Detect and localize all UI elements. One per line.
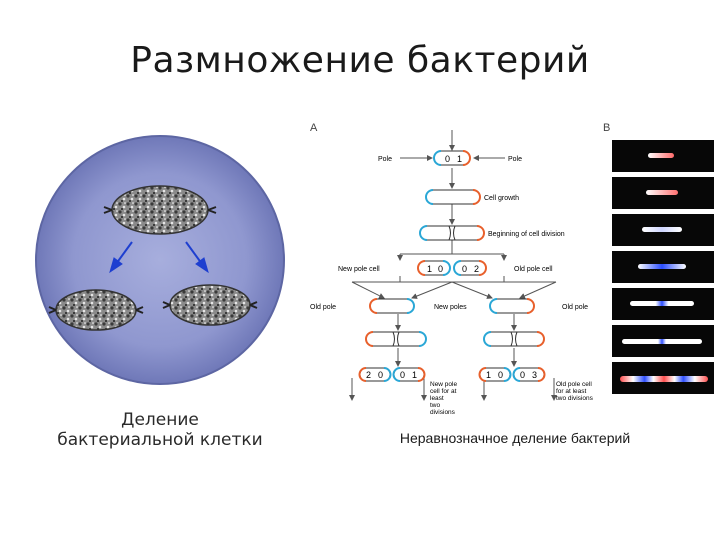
arrow-right [185,241,209,274]
num-1: 1 [457,154,462,164]
background-circle [35,135,285,385]
cell-row-3 [419,225,485,241]
panel-b-letter: B [603,122,611,134]
label-new-poles: New poles [434,304,467,311]
label-pole-left: Pole [378,156,392,163]
svg-text:1: 1 [427,264,432,274]
label-beginning: Beginning of cell division [488,231,565,238]
svg-text:0: 0 [520,370,525,380]
caption-line-1: Деление [121,410,199,430]
svg-text:Old pole cell: Old pole cell [556,381,592,388]
svg-text:New pole: New pole [430,381,457,388]
micro-frame-2 [612,177,714,209]
right-caption: Неравнозначное деление бактерий [399,430,631,446]
microscopy-panel [612,140,714,399]
micro-frame-4 [612,251,714,283]
note-new-pole-cell: New pole cell for at least two divisions [430,381,457,416]
panel-a-letter: A [310,122,318,134]
caption-line-2: бактериальной клетки [57,430,263,450]
label-pole-right: Pole [508,156,522,163]
bacterial-division-illustration [35,135,285,385]
svg-text:1: 1 [486,370,491,380]
label-old-pole-left: Old pole [310,304,336,311]
micro-frame-7 [612,362,714,394]
svg-text:cell for at: cell for at [430,388,457,395]
micro-frame-3 [612,214,714,246]
svg-text:0: 0 [378,370,383,380]
svg-text:0: 0 [498,370,503,380]
svg-text:two divisions: two divisions [556,395,594,402]
label-old-pole-right: Old pole [562,304,588,311]
daughter-bacterium-right [162,284,258,326]
label-cell-growth: Cell growth [484,195,519,202]
cell-row-5 [369,298,535,314]
cell-row-2 [425,189,481,205]
micro-frame-6 [612,325,714,357]
micro-frame-1 [612,140,714,172]
cell-row-7: 2 0 0 1 1 0 0 3 [358,367,546,382]
cell-row-4: 1 0 0 2 [417,260,487,276]
arrow-left [109,241,133,274]
left-caption: Деление бактериальной клетки [40,410,280,450]
svg-text:2: 2 [366,370,371,380]
slide-title: Размножение бактерий [130,40,590,81]
label-new-pole-cell: New pole cell [338,266,380,273]
cell-row-6 [365,331,545,347]
parent-bacterium [103,185,217,235]
note-old-pole-cell: Old pole cell for at least two divisions [556,381,594,402]
num-0: 0 [445,154,450,164]
svg-text:for at least: for at least [556,388,587,395]
svg-text:least: least [430,395,444,402]
svg-text:3: 3 [532,370,537,380]
svg-text:2: 2 [474,264,479,274]
svg-text:1: 1 [412,370,417,380]
svg-text:0: 0 [462,264,467,274]
label-old-pole-cell: Old pole cell [514,266,553,273]
svg-text:0: 0 [438,264,443,274]
asymmetric-division-scheme: 0 1 Pole Pole Cell growth Beginning of c… [310,130,594,416]
micro-frame-5 [612,288,714,320]
svg-text:divisions: divisions [430,409,456,416]
svg-text:0: 0 [400,370,405,380]
cell-row-1: 0 1 [433,150,471,166]
svg-text:two: two [430,402,441,409]
daughter-bacterium-left [48,289,144,331]
